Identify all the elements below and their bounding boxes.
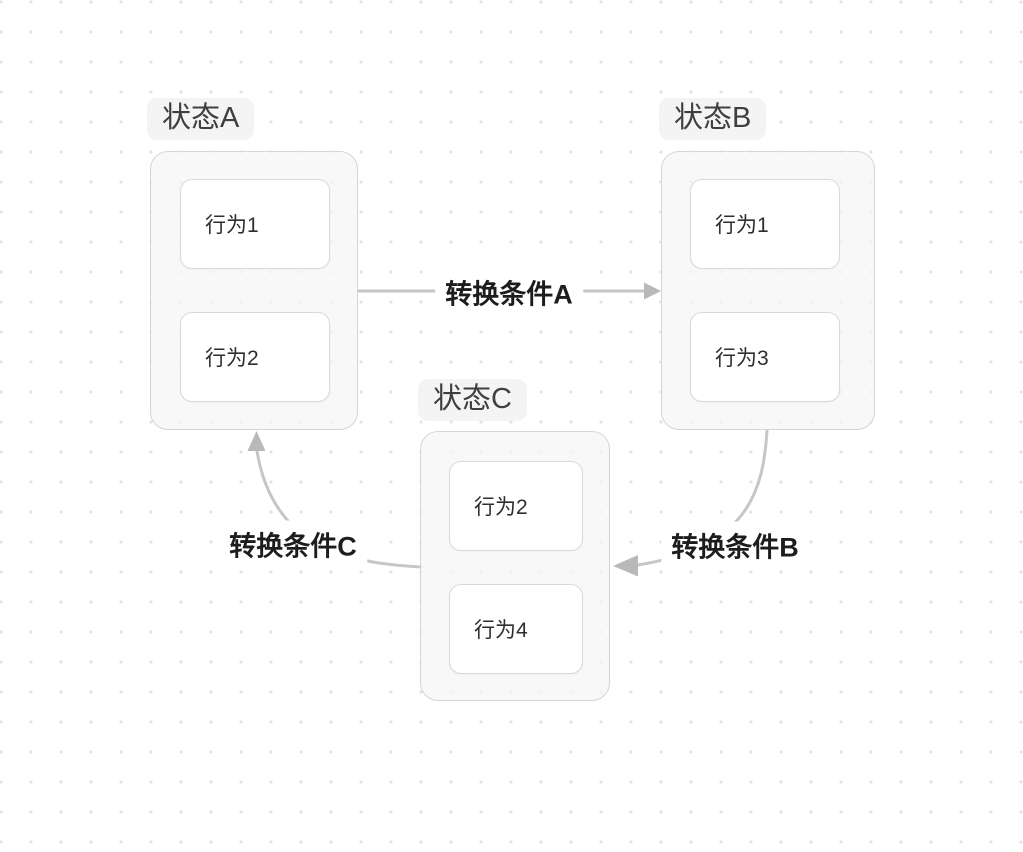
state-a-behavior-1[interactable]: 行为1 <box>180 179 330 269</box>
state-b-title[interactable]: 状态B <box>659 98 767 140</box>
arrowhead-into-c-icon <box>613 555 638 577</box>
state-a-behavior-2[interactable]: 行为2 <box>180 312 330 402</box>
behavior-label: 行为1 <box>205 214 259 237</box>
state-b-container[interactable]: 行为1 行为3 <box>661 151 875 430</box>
arrowhead-into-b-icon <box>644 282 661 300</box>
transition-label-c[interactable]: 转换条件C <box>219 520 367 568</box>
behavior-label: 行为4 <box>474 619 528 642</box>
state-c-behavior-2[interactable]: 行为4 <box>449 584 583 674</box>
behavior-label: 行为1 <box>715 214 769 237</box>
behavior-label: 行为2 <box>205 347 259 370</box>
state-c-behavior-1[interactable]: 行为2 <box>449 461 583 551</box>
state-c-container[interactable]: 行为2 行为4 <box>420 431 610 701</box>
behavior-label: 行为2 <box>474 496 528 519</box>
state-c-title[interactable]: 状态C <box>418 379 527 421</box>
state-b-behavior-1[interactable]: 行为1 <box>690 179 840 269</box>
transition-label-a[interactable]: 转换条件A <box>435 268 583 316</box>
state-a-container[interactable]: 行为1 行为2 <box>150 151 358 430</box>
state-a-title[interactable]: 状态A <box>147 98 255 140</box>
state-b-behavior-2[interactable]: 行为3 <box>690 312 840 402</box>
behavior-label: 行为3 <box>715 347 769 370</box>
arrowhead-into-a-icon <box>247 431 266 451</box>
transition-label-b[interactable]: 转换条件B <box>661 521 809 569</box>
